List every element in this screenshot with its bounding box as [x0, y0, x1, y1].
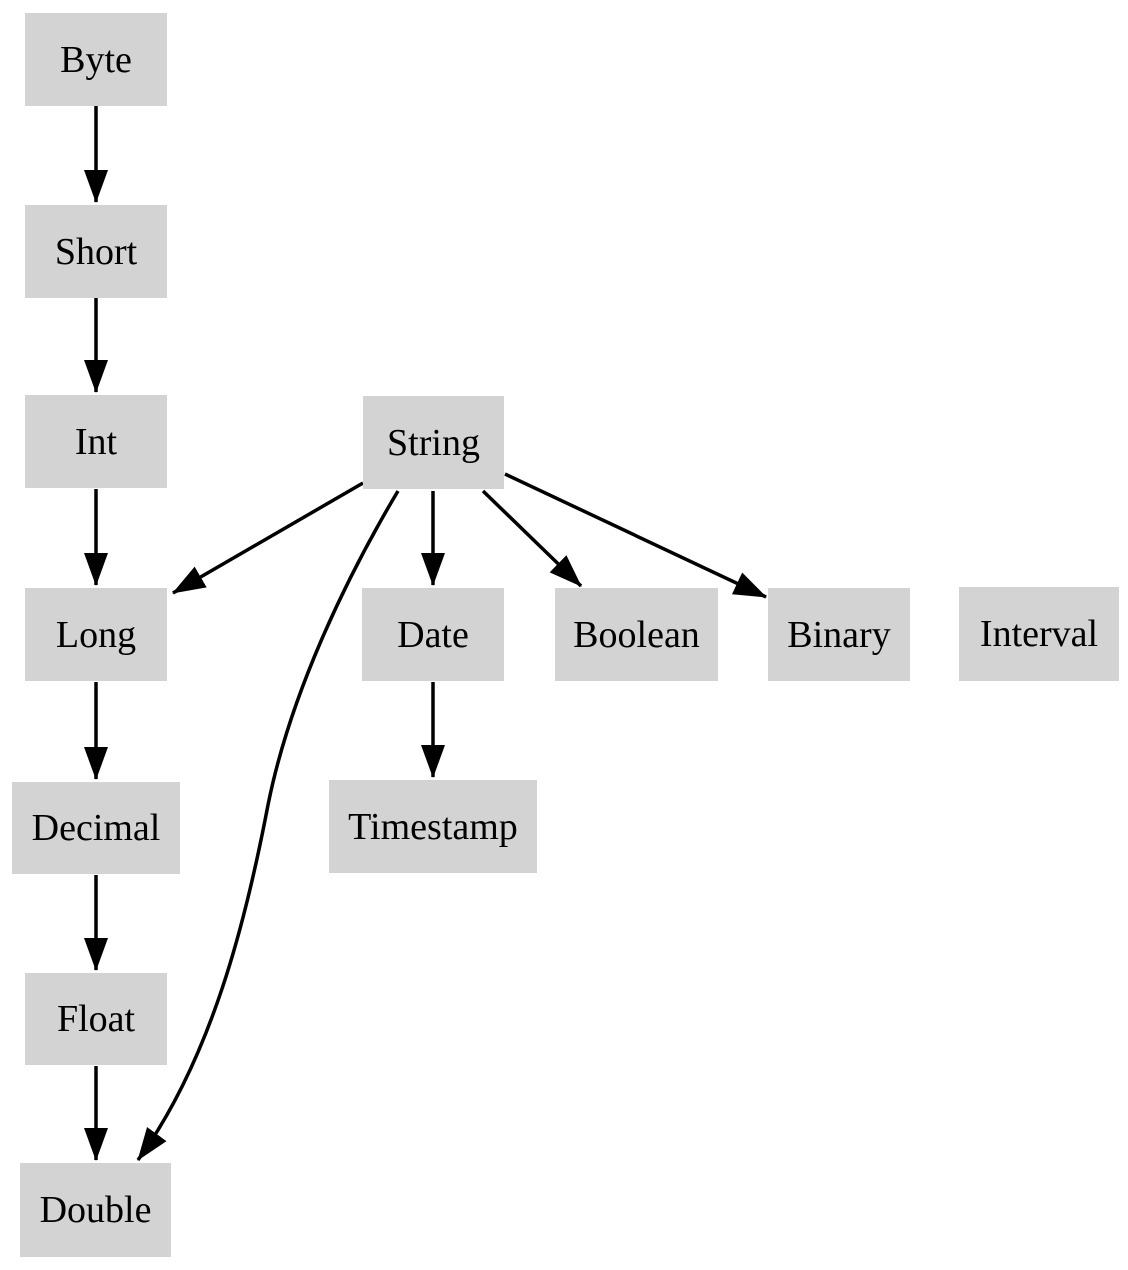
node-timestamp: Timestamp: [329, 780, 537, 873]
node-interval: Interval: [959, 587, 1119, 681]
node-double: Double: [20, 1163, 171, 1257]
node-short: Short: [25, 205, 167, 298]
node-date: Date: [362, 588, 504, 681]
node-decimal: Decimal: [12, 782, 180, 874]
node-boolean: Boolean: [555, 588, 718, 681]
edge-string-to-long: [172, 481, 364, 595]
node-int: Int: [25, 395, 167, 488]
edge-string-to-double: [136, 490, 400, 1162]
node-string: String: [363, 396, 504, 489]
node-float: Float: [25, 973, 167, 1065]
edge-string-to-boolean: [481, 489, 583, 588]
node-binary: Binary: [768, 588, 910, 681]
edge-string-to-binary: [504, 472, 767, 599]
node-byte: Byte: [25, 13, 167, 106]
node-long: Long: [25, 588, 167, 681]
